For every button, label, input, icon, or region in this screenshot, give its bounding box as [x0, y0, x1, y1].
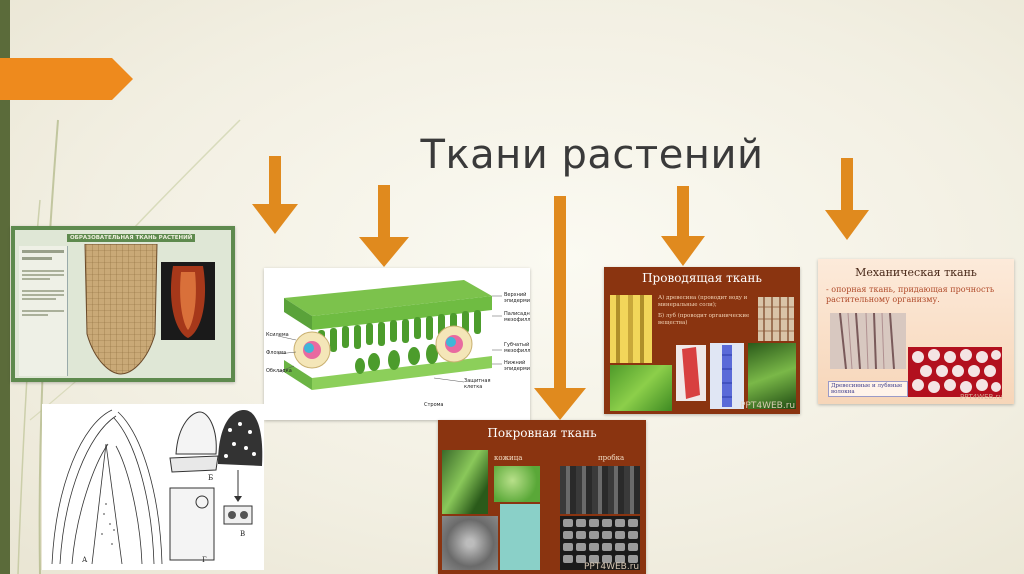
- label-sheath: Обкладка: [266, 368, 292, 374]
- stomata-micro-image: [442, 516, 498, 570]
- sieve-tube-image: [676, 345, 706, 401]
- panel-educational-tissue: ОБРАЗОВАТЕЛЬНАЯ ТКАНЬ РАСТЕНИЙ: [11, 226, 235, 382]
- cork-cells-image: [560, 516, 640, 570]
- stem-leaves-image: [748, 343, 796, 409]
- left-accent-bar: [0, 0, 10, 574]
- panel-header: ОБРАЗОВАТЕЛЬНАЯ ТКАНЬ РАСТЕНИЙ: [67, 234, 196, 242]
- arrow-down-long-icon: [534, 196, 586, 420]
- sketch-letter-b: Б: [208, 474, 214, 482]
- label-stroma: Строма: [424, 402, 444, 408]
- epidermis-cells-image: [500, 504, 540, 570]
- label-cork: пробка: [598, 454, 625, 462]
- label-upper-epidermis: Верхний эпидермис: [504, 292, 530, 304]
- root-tip-image: [84, 244, 158, 375]
- label-skin: кожица: [494, 454, 523, 462]
- sclerenchyma-image: [908, 347, 1002, 397]
- stained-vessel-image: [710, 343, 744, 409]
- label-xylem: Ксилема: [266, 332, 289, 338]
- panel-leaf-section: Верхний эпидермис Палисадный мезофилл Гу…: [264, 268, 530, 420]
- panel-integumentary-tissue: Покровная ткань кожица пробка PPT4WEB.ru: [438, 420, 646, 574]
- arrow-down-icon: [359, 185, 409, 267]
- sketch-letter-v: В: [240, 530, 246, 538]
- stem-tip-image: [161, 262, 215, 340]
- leaf-skin-image: [442, 450, 488, 514]
- mechanical-caption: Древесинные и лубяные волокна: [828, 381, 908, 397]
- arrow-down-icon: [661, 186, 705, 266]
- conducting-title: Проводящая ткань: [642, 271, 762, 285]
- slide-title: Ткани растений: [420, 132, 764, 178]
- side-text-column: [19, 246, 68, 376]
- sketch-letter-g: Г: [202, 556, 207, 564]
- epidermis-image: [494, 466, 540, 502]
- label-phloem: Флоэма: [266, 350, 287, 356]
- label-spongy: Губчатый мезофилл: [504, 342, 530, 354]
- arrow-down-icon: [252, 156, 298, 234]
- meristem-sketch-image: [51, 409, 263, 565]
- orange-ribbon: [0, 58, 133, 100]
- panel-conducting-tissue: Проводящая ткань А) древесина (проводит …: [604, 267, 800, 414]
- vessel-image: [758, 297, 794, 341]
- label-palisade: Палисадный мезофилл: [504, 311, 530, 323]
- wood-fiber-image: [610, 295, 652, 363]
- mechanical-text: - опорная ткань, придающая прочность рас…: [826, 285, 995, 305]
- leaf-cross-section-image: [277, 280, 502, 390]
- fibers-image: [830, 313, 906, 369]
- watermark: PPT4WEB.ru: [740, 401, 796, 411]
- label-lower-epidermis: Нижний эпидермис: [504, 360, 530, 372]
- leaf-vein-image: [610, 365, 672, 411]
- watermark: PPT4WEB.ru: [960, 393, 1003, 401]
- panel-sketch: А Б В Г: [42, 404, 264, 570]
- mechanical-title: Механическая ткань: [855, 266, 977, 279]
- watermark: PPT4WEB.ru: [584, 562, 640, 572]
- panel-mechanical-tissue: Механическая ткань - опорная ткань, прид…: [818, 259, 1014, 404]
- label-guard-cell: Защитная клетка: [464, 378, 491, 390]
- integumentary-title: Покровная ткань: [487, 426, 597, 440]
- arrow-down-icon: [825, 158, 869, 240]
- conducting-text-b: Б) луб (проводит органические вещества): [658, 313, 750, 326]
- conducting-text-a: А) древесина (проводит воду и минеральны…: [658, 295, 748, 308]
- sketch-letter-a: А: [82, 556, 88, 564]
- bark-image: [560, 466, 640, 514]
